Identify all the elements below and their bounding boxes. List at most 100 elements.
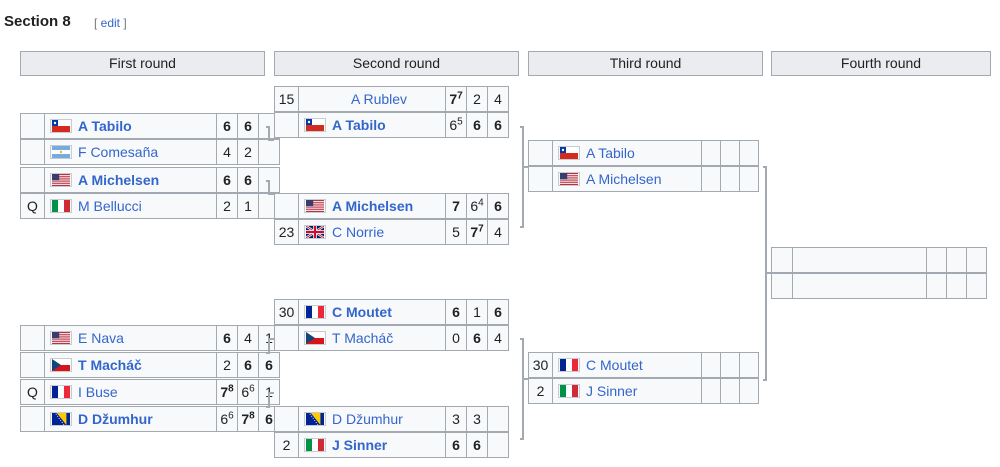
player-link[interactable]: A Rublev [351,91,408,107]
set-score-cell: 4 [487,86,509,112]
player-link[interactable]: A Michelsen [586,171,662,187]
player-name-cell: J Sinner [552,378,702,404]
uk-flag-icon [304,225,326,239]
tiebreak-score: 6 [249,383,255,395]
player-link[interactable]: C Moutet [586,357,643,373]
set-score-cell [720,166,740,192]
seed-cell [20,167,45,193]
player-name-cell [792,247,927,273]
seed-cell [528,140,553,166]
seed-cell: 30 [528,352,553,378]
player-name-cell: T Macháč [44,352,217,378]
player-link[interactable]: A Tabilo [586,145,635,161]
set-score-cell [966,247,987,273]
tiebreak-score: 4 [478,197,484,209]
tiebreak-score: 6 [228,410,234,422]
seed-cell [274,112,299,138]
set-score-cell: 6 [466,325,488,351]
bracket-connector [268,180,270,195]
player-name-cell: A Tabilo [298,112,446,138]
seed-cell: Q [20,379,45,405]
player-link[interactable]: A Tabilo [78,118,132,134]
set-score-cell: 66 [216,406,238,432]
seed-cell [274,406,299,432]
player-link[interactable]: C Norrie [332,224,385,240]
set-score-cell: 2 [216,193,238,219]
player-name-cell: F Comesaña [44,139,217,165]
set-score-cell [701,352,721,378]
player-name-cell: J Sinner [298,432,446,458]
player-link[interactable]: A Tabilo [332,117,386,133]
bracket-connector [522,166,528,168]
set-score-cell: 6 [445,432,467,458]
set-score-cell: 78 [237,406,259,432]
seed-cell [20,139,45,165]
player-link[interactable]: F Comesaña [78,144,159,160]
player-name-cell: A Michelsen [298,193,446,219]
tiebreak-score: 7 [457,90,463,102]
bracket-connector [765,272,771,274]
seed-cell [20,406,45,432]
player-name-cell: A Michelsen [44,167,217,193]
set-score-cell [720,378,740,404]
seed-cell: 2 [274,432,299,458]
round-header-second: Second round [274,51,519,76]
player-link[interactable]: E Nava [78,330,124,346]
player-link[interactable]: A Michelsen [78,172,160,188]
set-score-cell: 2 [466,86,488,112]
seed-cell [771,247,793,273]
set-score-cell: 4 [487,219,509,245]
player-link[interactable]: J Sinner [332,437,388,453]
italy-flag-icon [558,384,580,398]
seed-cell [528,166,553,192]
player-link[interactable]: D Džumhur [332,411,403,427]
set-score-cell: 6 [216,325,238,351]
bracket-connector [763,379,767,381]
round-header-first: First round [20,51,265,76]
seed-cell: 2 [528,378,553,404]
player-name-cell: C Norrie [298,219,446,245]
set-score-cell [701,166,721,192]
player-name-cell: C Moutet [552,352,702,378]
czech-flag-icon [304,331,326,345]
bracket-connector [268,139,274,141]
set-score-cell [720,140,740,166]
player-link[interactable]: A Michelsen [332,198,414,214]
player-link[interactable]: J Sinner [586,383,638,399]
player-name-cell: D Džumhur [44,406,217,432]
player-link[interactable]: D Džumhur [78,411,153,427]
seed-cell [274,325,299,351]
set-score-cell: 6 [237,352,259,378]
set-score-cell: 6 [237,167,259,193]
edit-link[interactable]: edit [100,16,121,30]
bosnia-flag-icon [50,412,72,426]
player-link[interactable]: C Moutet [332,304,392,320]
set-score-cell: 65 [445,112,467,138]
bracket-connector [520,226,524,228]
player-name-cell: A Michelsen [552,166,702,192]
player-link[interactable]: T Macháč [78,357,142,373]
set-score-cell: 77 [466,219,488,245]
set-score-cell [720,352,740,378]
player-link[interactable]: T Macháč [332,330,394,346]
set-score-cell: 6 [258,352,280,378]
bracket-connector [268,126,270,141]
player-name-cell: C Moutet [298,299,446,325]
chile-flag-icon [50,119,72,133]
player-name-cell [792,273,927,299]
france-flag-icon [50,385,72,399]
bracket-connector [268,193,274,195]
set-score-cell [739,140,759,166]
usa-flag-icon [304,199,326,213]
player-link[interactable]: I Buse [78,384,118,400]
set-score-cell: 2 [216,352,238,378]
bracket-connector [522,126,524,226]
player-link[interactable]: M Bellucci [78,198,142,214]
chile-flag-icon [558,146,580,160]
bracket-connector [268,392,270,408]
seed-cell [20,352,45,378]
set-score-cell: 1 [466,299,488,325]
player-name-cell: A Tabilo [552,140,702,166]
set-score-cell [739,352,759,378]
set-score-cell: 3 [466,406,488,432]
